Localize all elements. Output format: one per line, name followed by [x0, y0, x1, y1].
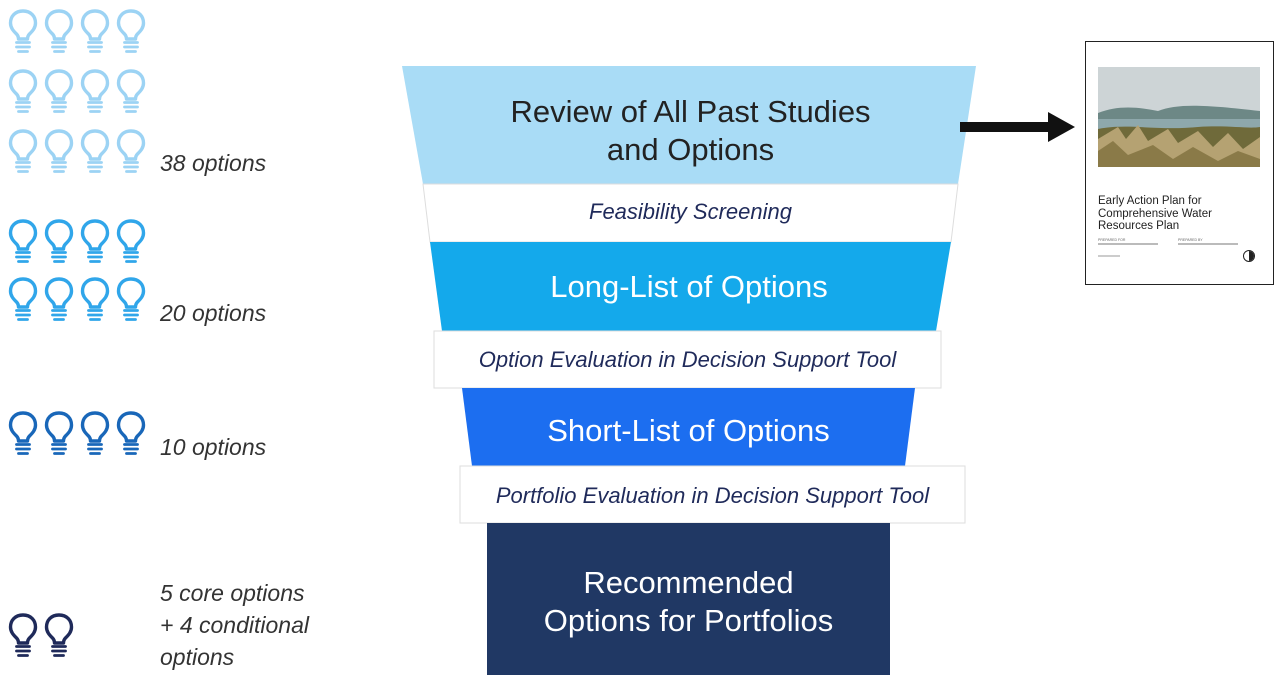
lightbulb-icon	[80, 68, 110, 116]
funnel-stage-short-list	[462, 388, 915, 466]
funnel-stage-review	[402, 66, 976, 184]
lightbulb-icon	[8, 68, 38, 116]
stage-recommended-label: Recommended Options for Portfolios	[543, 565, 834, 638]
lightbulb-icon	[44, 68, 74, 116]
report-title: Early Action Plan for Comprehensive Wate…	[1098, 195, 1212, 232]
stage-long-list-label: Long-List of Options	[550, 269, 828, 304]
funnel-stage-recommended	[487, 523, 890, 675]
lightbulb-icon	[8, 8, 38, 56]
lightbulb-icon	[44, 612, 74, 660]
count-label-10: 10 options	[160, 434, 267, 460]
arrow-shaft	[960, 122, 1054, 132]
filter-option-eval-label: Option Evaluation in Decision Support To…	[478, 347, 897, 372]
lightbulb-icon	[116, 410, 146, 458]
lightbulb-icon	[44, 8, 74, 56]
arrow-head-icon	[1048, 112, 1075, 142]
report-prepared-for: PREPARED FOR	[1098, 238, 1126, 242]
stage-short-list-label: Short-List of Options	[547, 413, 830, 448]
lightbulb-icon	[8, 128, 38, 176]
lightbulb-icon	[8, 276, 38, 324]
lightbulb-icon	[116, 68, 146, 116]
count-label-20: 20 options	[160, 300, 267, 326]
lightbulb-icon	[44, 218, 74, 266]
filter-feasibility-label: Feasibility Screening	[589, 199, 792, 224]
lightbulb-icon	[116, 276, 146, 324]
lightbulb-icon	[8, 612, 38, 660]
report-meta-line	[1178, 243, 1238, 245]
lightbulb-icon	[80, 8, 110, 56]
report-cover-thumbnail: Early Action Plan for Comprehensive Wate…	[1085, 41, 1274, 285]
count-label-38: 38 options	[160, 150, 267, 176]
company-logo-icon	[1243, 250, 1255, 262]
lightbulb-icon	[44, 276, 74, 324]
lightbulb-icon	[44, 128, 74, 176]
report-date-line	[1098, 255, 1120, 257]
lightbulb-icon	[80, 218, 110, 266]
report-prepared-by: PREPARED BY	[1178, 238, 1203, 242]
report-meta-line	[1098, 243, 1158, 245]
lightbulb-icon	[116, 218, 146, 266]
lightbulb-icon	[116, 8, 146, 56]
lightbulb-icon	[8, 410, 38, 458]
lightbulb-icon	[80, 410, 110, 458]
lightbulb-icon	[8, 218, 38, 266]
funnel-stage-long-list	[430, 242, 951, 331]
count-label-final: 5 core options + 4 conditional options	[160, 580, 309, 670]
lightbulb-icon	[80, 276, 110, 324]
stage-review-label: Review of All Past Studies and Options	[510, 94, 871, 167]
lightbulb-icon	[44, 410, 74, 458]
report-cover-photo	[1098, 67, 1260, 167]
funnel-filter-portfolio-eval	[459, 465, 966, 524]
lightbulb-icon	[80, 128, 110, 176]
filter-portfolio-eval-label: Portfolio Evaluation in Decision Support…	[495, 483, 930, 508]
lightbulb-icon	[116, 128, 146, 176]
funnel-filter-option-eval	[433, 330, 942, 389]
